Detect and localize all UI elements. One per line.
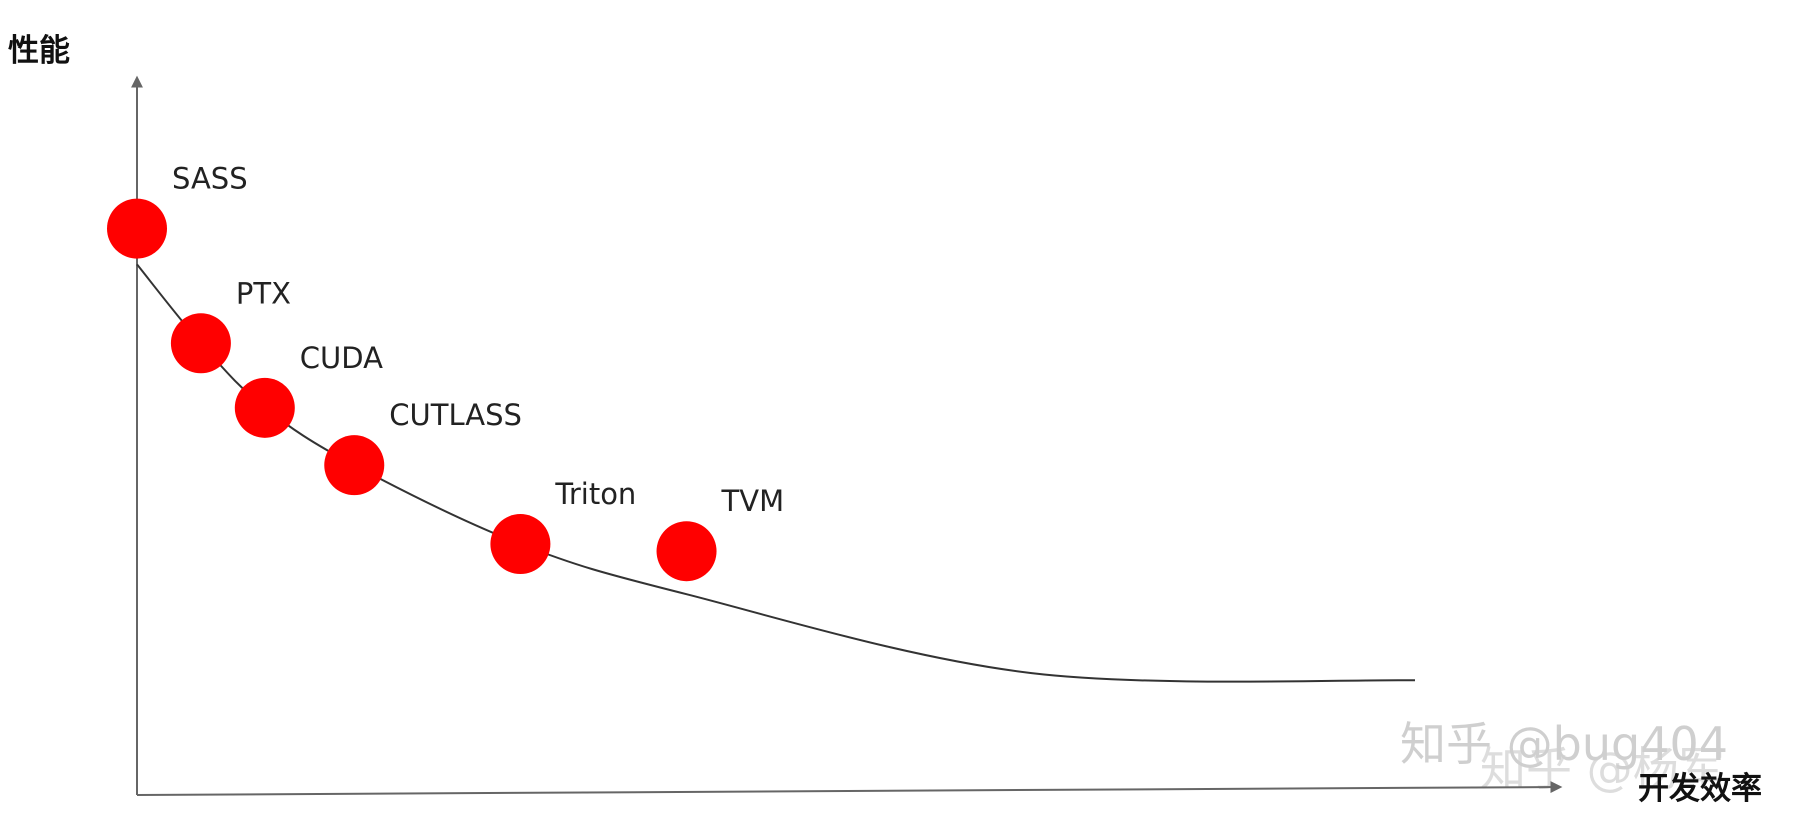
data-point-cutlass xyxy=(324,435,385,496)
data-point-label-sass: SASS xyxy=(172,162,248,196)
x-axis xyxy=(136,781,1563,796)
data-point-triton xyxy=(490,514,551,575)
data-point-tvm xyxy=(656,521,717,582)
watermark-text: 知乎 @bug404 xyxy=(1400,717,1728,771)
data-point-label-triton: Triton xyxy=(554,477,636,511)
data-point-label-ptx: PTX xyxy=(236,276,291,310)
data-point-sass xyxy=(107,198,167,259)
data-point-cuda xyxy=(234,377,295,438)
y-axis-label: 性能 xyxy=(8,33,70,69)
data-point-ptx xyxy=(170,313,231,374)
x-axis-label: 开发效率 xyxy=(1638,771,1762,807)
data-point-label-cuda: CUDA xyxy=(300,341,383,375)
data-point-label-tvm: TVM xyxy=(721,484,785,518)
data-point-label-cutlass: CUTLASS xyxy=(389,398,522,432)
